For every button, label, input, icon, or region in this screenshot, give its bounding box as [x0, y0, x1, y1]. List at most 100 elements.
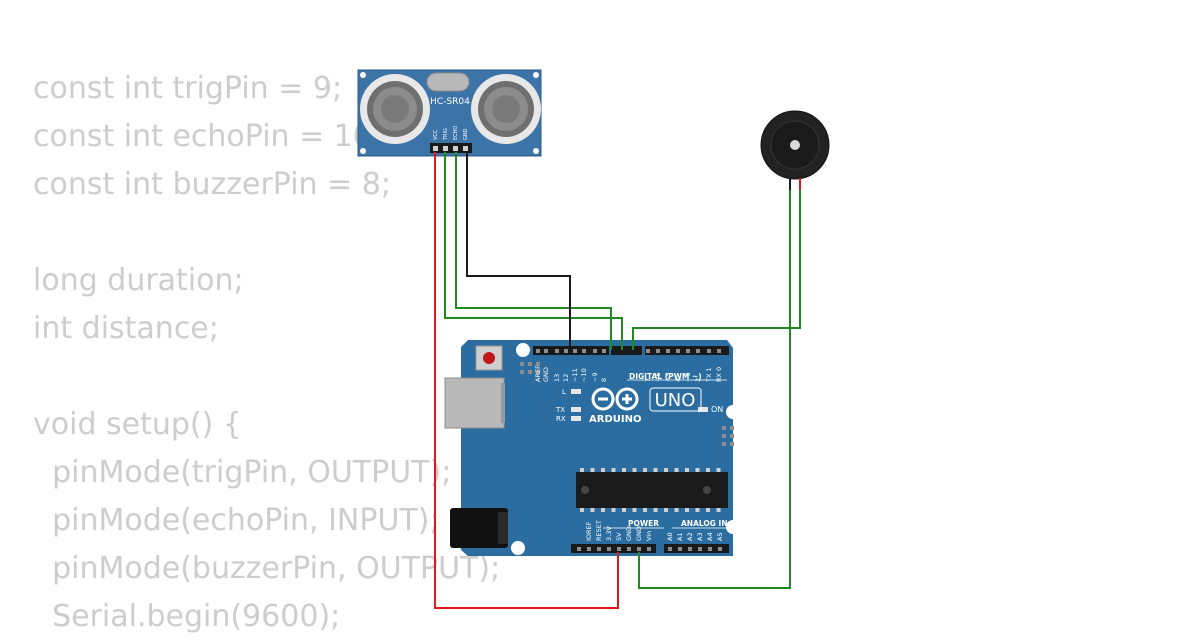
- wire-gnd-to-gnd[interactable]: [466, 152, 571, 350]
- on-label: ON: [711, 405, 723, 414]
- power-pin-label: GND: [635, 526, 643, 541]
- power-pin[interactable]: [617, 547, 621, 551]
- piezo-buzzer[interactable]: [760, 110, 830, 190]
- code-line: void setup() {: [33, 407, 242, 442]
- digital-pin[interactable]: [656, 349, 660, 353]
- power-pin[interactable]: [627, 547, 631, 551]
- wire-echo-to-pin10[interactable]: [455, 152, 612, 350]
- power-pin[interactable]: [607, 547, 611, 551]
- chip-pin: [706, 468, 710, 472]
- wire-trig-to-pin9[interactable]: [444, 152, 623, 350]
- power-header-label: POWER: [628, 519, 659, 528]
- digital-pin[interactable]: [602, 349, 606, 353]
- analog-pin[interactable]: [708, 547, 712, 551]
- digital-pin[interactable]: [676, 349, 680, 353]
- chip-pin: [611, 468, 616, 472]
- sensor-pin-trig-label: TRIG: [443, 128, 449, 141]
- digital-pin-label: ~10: [580, 368, 588, 382]
- digital-pin-label: ~11: [571, 368, 579, 382]
- chip-pin: [611, 508, 616, 512]
- analog-pin[interactable]: [678, 547, 682, 551]
- digital-pin-label: ~9: [591, 372, 599, 382]
- board-brand-label: ARDUINO: [589, 414, 641, 425]
- chip-pin: [653, 468, 658, 472]
- digital-pin[interactable]: [555, 349, 559, 353]
- digital-pin[interactable]: [593, 349, 597, 353]
- chip-pin: [590, 468, 595, 472]
- analog-pin-label: A3: [696, 532, 704, 541]
- ultrasonic-sensor[interactable]: HC-SR04 VCC TRIG ECHO GND: [357, 69, 542, 157]
- chip-pin: [580, 508, 584, 512]
- chip-pin: [643, 508, 647, 512]
- digital-pin[interactable]: [686, 349, 690, 353]
- analog-pin[interactable]: [668, 547, 672, 551]
- digital-pin-label: ~3: [684, 372, 692, 382]
- analog-pin[interactable]: [698, 547, 702, 551]
- digital-header-label: DIGITAL (PWM ~): [629, 372, 702, 381]
- chip-pin: [716, 468, 721, 472]
- analog-pin-label: A4: [706, 532, 714, 541]
- power-pin[interactable]: [647, 547, 651, 551]
- digital-pin-label: 8: [600, 378, 608, 382]
- power-pin[interactable]: [597, 547, 601, 551]
- digital-pin[interactable]: [707, 349, 711, 353]
- digital-pin-label: ~5: [664, 372, 672, 382]
- code-line: pinMode(echoPin, INPUT);: [33, 503, 440, 538]
- sensor-pin-labels: VCC TRIG ECHO GND: [433, 126, 469, 141]
- digital-pin[interactable]: [564, 349, 568, 353]
- power-pin-label: 5V: [615, 532, 623, 541]
- led-l-label: L: [562, 388, 566, 396]
- digital-pin[interactable]: [582, 349, 586, 353]
- power-pin-label: 3.3V: [605, 526, 613, 541]
- board-model-label: UNO: [655, 390, 696, 411]
- microcontroller-chip: [576, 468, 728, 512]
- chip-pin: [685, 468, 689, 472]
- right-transducer: [471, 74, 541, 144]
- wire-buzzer-to-gnd[interactable]: [638, 190, 791, 589]
- analog-pin[interactable]: [718, 547, 722, 551]
- power-pin[interactable]: [637, 547, 641, 551]
- power-pin-label: RESET: [595, 520, 603, 541]
- code-line: long duration;: [33, 263, 244, 298]
- chip-pin: [622, 468, 626, 472]
- digital-pin-label: 12: [562, 374, 570, 382]
- wires: [434, 152, 801, 609]
- digital-pin-label: 13: [553, 374, 561, 382]
- analog-pin[interactable]: [688, 547, 692, 551]
- digital-pin-label: GND: [542, 367, 550, 382]
- code-line: pinMode(trigPin, OUTPUT);: [33, 455, 452, 490]
- digital-pin[interactable]: [666, 349, 670, 353]
- code-line: const int buzzerPin = 8;: [33, 167, 391, 202]
- chip-pin: [695, 508, 700, 512]
- left-transducer: [360, 74, 430, 144]
- chip-pin: [643, 468, 647, 472]
- power-pin[interactable]: [587, 547, 591, 551]
- wire-buzzer-to-pin8[interactable]: [632, 190, 801, 350]
- chip-pin: [622, 508, 626, 512]
- sensor-pin-gnd-label: GND: [463, 128, 469, 140]
- chip-pin: [706, 508, 710, 512]
- power-pin[interactable]: [577, 547, 581, 551]
- analog-pin-label: A1: [676, 532, 684, 541]
- digital-pin[interactable]: [536, 349, 540, 353]
- digital-pin[interactable]: [573, 349, 577, 353]
- led-tx-label: TX: [555, 406, 565, 414]
- chip-pin: [664, 468, 668, 472]
- wire-vcc-to-5v[interactable]: [434, 152, 619, 609]
- digital-pin[interactable]: [544, 349, 548, 353]
- chip-pin: [601, 468, 605, 472]
- digital-pin-label: ~6: [654, 372, 662, 382]
- digital-pin[interactable]: [717, 349, 721, 353]
- analog-pin-label: A0: [666, 532, 674, 541]
- arduino-logo-icon: [591, 387, 639, 411]
- chip-pin: [601, 508, 605, 512]
- digital-pin[interactable]: [696, 349, 700, 353]
- analog-pin-label: A5: [716, 532, 724, 541]
- chip-pin: [664, 508, 668, 512]
- digital-pin[interactable]: [646, 349, 650, 353]
- chip-pin: [580, 468, 584, 472]
- power-pin-label: Vin: [645, 531, 653, 541]
- chip-pin: [653, 508, 658, 512]
